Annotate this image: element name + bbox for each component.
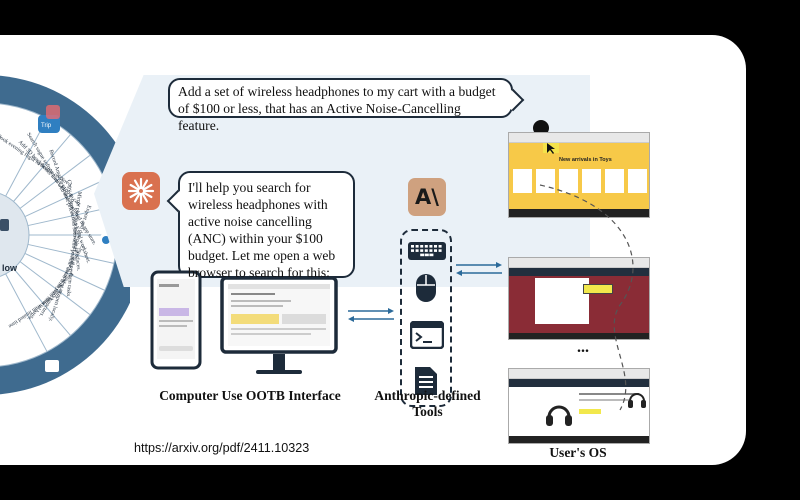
wheel-center-label: low (2, 263, 18, 273)
badge-airbnb (46, 105, 60, 119)
screenshot-heading: New arrivals in Toys (559, 157, 612, 163)
keyboard-key (429, 245, 433, 248)
starburst-ray (129, 183, 140, 191)
keyboard-key (429, 249, 433, 252)
keyboard-key (429, 253, 434, 257)
tools-caption-line2: Tools (412, 404, 443, 419)
starburst-ray (141, 192, 149, 203)
ellipsis: ... (577, 339, 589, 356)
search-suggestions (535, 278, 589, 324)
keyboard-key (434, 249, 437, 252)
claude-starburst-icon (127, 177, 155, 205)
tools-caption-line1: Anthropic-defined (374, 388, 481, 403)
user-message-bubble: Add a set of wireless headphones to my c… (168, 78, 513, 133)
mouse-icon (416, 274, 436, 302)
keyboard-key (411, 249, 414, 252)
keyboard-key (420, 249, 424, 252)
assistant-message-text: I'll help you search for wireless headph… (188, 180, 336, 280)
keyboard-key (420, 253, 425, 257)
starburst-ray (142, 183, 153, 191)
task-wheel: Book evening flight to Seattle on Nov 1.… (0, 75, 130, 395)
wheel-divider (13, 134, 71, 202)
wheel-divider (13, 268, 71, 336)
anthropic-logo: A\ (408, 178, 446, 216)
wheel-divider (5, 273, 48, 352)
interface-caption: Computer Use OOTB Interface (159, 388, 341, 403)
starburst-ray (142, 191, 153, 199)
cursor-icon (543, 143, 559, 154)
keyboard-key (424, 253, 429, 257)
badge-trip-label: Trip (41, 123, 52, 129)
headphones-icon (546, 405, 572, 426)
slide: Book evening flight to Seattle on Nov 1.… (0, 35, 746, 465)
source-url[interactable]: https://arxiv.org/pdf/2411.10323 (134, 441, 310, 455)
product-page (509, 387, 649, 436)
badge-work (45, 360, 59, 372)
user-message-text: Add a set of wireless headphones to my c… (178, 84, 496, 133)
wheel-divider (19, 154, 91, 209)
keyboard-key (434, 245, 437, 248)
starburst-ray (141, 179, 149, 190)
claude-logo (122, 172, 160, 210)
keyboard-key (415, 245, 419, 248)
keyboard-key (411, 245, 414, 248)
terminal-icon (410, 321, 444, 349)
os-screenshot-1: New arrivals in Toys (508, 132, 650, 218)
starburst-ray (129, 191, 140, 199)
starburst-ray (133, 179, 141, 190)
assistant-message-bubble: I'll help you search for wireless headph… (178, 171, 355, 280)
document-icon (415, 367, 437, 395)
keyboard-key (424, 245, 428, 248)
product-row (513, 169, 647, 193)
search-dropdown-area (509, 276, 649, 333)
wheel-divider (24, 179, 106, 217)
search-highlight (583, 284, 613, 294)
wheel-center-icon (0, 219, 9, 231)
tools-box (400, 229, 452, 407)
starburst-ray (133, 192, 141, 203)
keyboard-key (438, 245, 442, 248)
devices-illustration (150, 270, 338, 374)
flow-curve (539, 184, 634, 411)
keyboard-key (438, 249, 442, 252)
wheel-divider (24, 253, 106, 291)
arrows-monitor-tools (348, 308, 394, 322)
badge-trip (38, 115, 60, 133)
tools-caption: Anthropic-defined Tools (360, 388, 495, 420)
toys-banner: New arrivals in Toys (509, 143, 649, 209)
wheel-divider (27, 243, 115, 264)
phone (150, 270, 202, 370)
monitor (220, 276, 338, 374)
os-caption: User's OS (549, 445, 607, 460)
wheel-divider (19, 261, 91, 316)
keyboard-key (415, 249, 419, 252)
os-screenshot-3 (508, 368, 650, 444)
badge-mobile-dot (102, 236, 110, 244)
arrows-tools-os (456, 262, 502, 276)
keyboard-key (420, 245, 424, 248)
keyboard-key (424, 249, 428, 252)
os-screenshot-2 (508, 257, 650, 340)
keyboard-icon (408, 242, 446, 260)
side-headphones-icon (628, 393, 646, 408)
